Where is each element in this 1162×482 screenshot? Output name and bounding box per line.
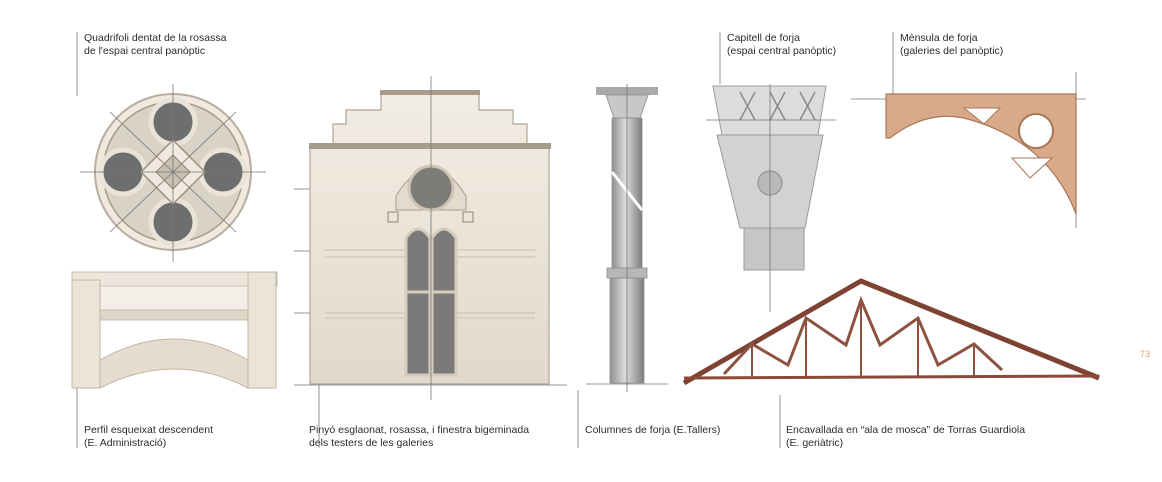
capital-drawing [706, 84, 836, 312]
gable-drawing [294, 76, 567, 400]
page-number: 73 [1140, 349, 1151, 359]
column-caption: Columnes de forja (E.Tallers) [585, 424, 721, 436]
capital-caption: Capitell de forja (espai central panòpti… [727, 32, 837, 57]
bracket-drawing [851, 72, 1086, 228]
profile-drawing [71, 271, 278, 389]
profile-caption: Perfil esqueixat descendent (E. Administ… [84, 424, 213, 449]
truss-drawing [682, 278, 1100, 386]
column-drawing [586, 84, 668, 392]
bracket-caption: Mènsula de forja (galeries del panòptic) [900, 32, 1004, 57]
gable-caption: Pinyó esglaonat, rosassa, i finestra big… [309, 424, 530, 449]
truss-caption: Encavallada en “ala de mosca” de Torras … [786, 424, 1026, 449]
rosette-caption: Quadrifoli dentat de la rosassa de l'esp… [84, 32, 227, 57]
rosette-drawing [80, 84, 266, 262]
